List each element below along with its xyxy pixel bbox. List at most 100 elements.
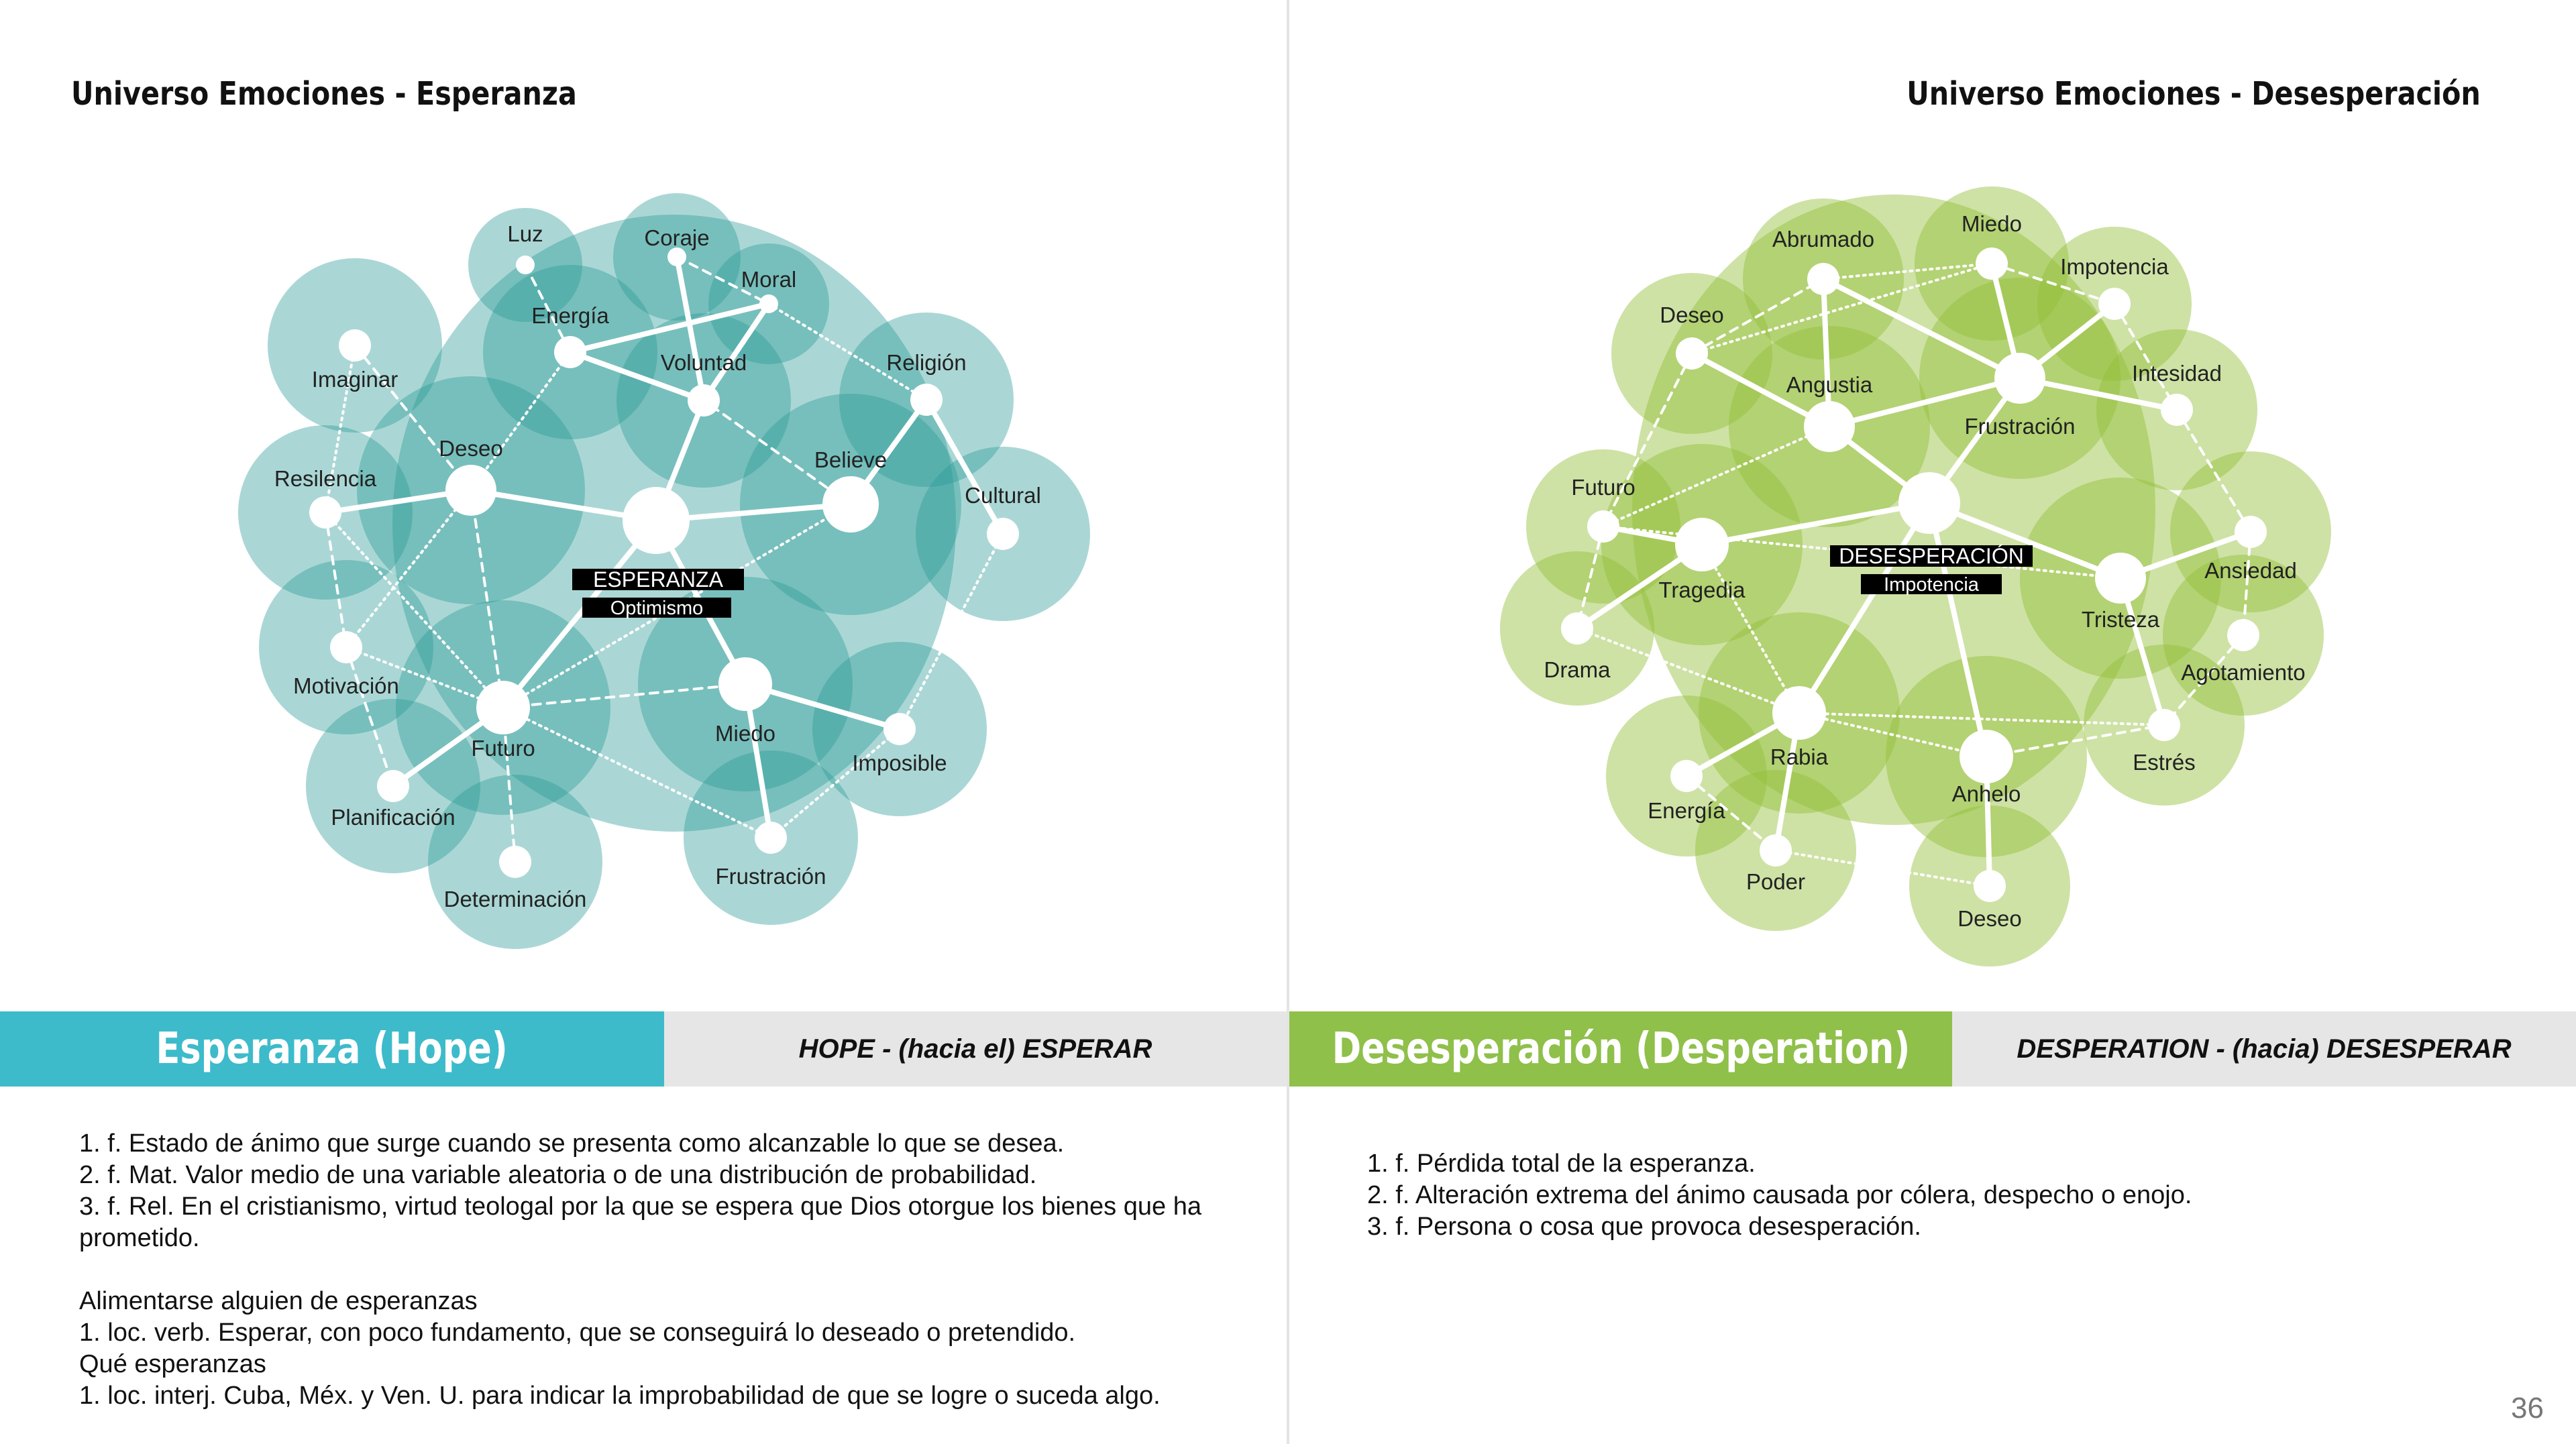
node-energia <box>554 336 586 368</box>
node-rabia <box>1772 686 1826 740</box>
node-futuro <box>476 681 530 734</box>
link-line <box>324 344 356 514</box>
center-node <box>623 487 690 554</box>
link-line <box>345 646 394 787</box>
node-believe <box>822 476 879 533</box>
definition-line: 1. loc. interj. Cuba, Méx. y Ven. U. par… <box>79 1382 1161 1410</box>
link-line <box>2017 376 2180 412</box>
link-line <box>1822 262 1993 280</box>
definition-line: 1. loc. verb. Esperar, con poco fundamen… <box>79 1319 1076 1347</box>
link-line <box>2176 408 2252 533</box>
desesperacion-heading: Desesperación (Desperation) <box>1332 1024 1910 1074</box>
node-frustracion <box>755 822 787 854</box>
node-tristeza <box>2095 553 2146 604</box>
label-deseo: Deseo <box>1660 302 1723 327</box>
link-line <box>1985 724 2165 758</box>
link-line <box>2163 634 2245 726</box>
link-line <box>324 511 347 649</box>
label-impotencia: Impotencia <box>2060 254 2169 279</box>
node-motivacion <box>330 631 362 663</box>
node-futuro <box>1587 510 1619 543</box>
link-line <box>1690 278 1825 355</box>
definition-line: 1. f. Pérdida total de la esperanza. <box>1367 1150 1756 1178</box>
node-estres <box>2148 709 2180 741</box>
link-line <box>502 683 747 709</box>
link-line <box>2118 575 2167 728</box>
link-line <box>1821 276 2023 381</box>
node-imposible <box>883 713 916 745</box>
label-miedo: Miedo <box>715 721 775 746</box>
center-sublabel-box <box>1861 574 2002 594</box>
link-line <box>1602 352 1693 528</box>
node-impotencia <box>2098 288 2131 320</box>
definition-line: 3. f. Rel. En el cristianismo, virtud te… <box>79 1192 1201 1252</box>
label-anhelo: Anhelo <box>1952 781 2021 806</box>
link-line <box>702 399 852 506</box>
definition-line: 2. f. Alteración extrema del ánimo causa… <box>1367 1181 2192 1209</box>
esperanza-definitions: 1. f. Estado de ánimo que surge cuando s… <box>79 1128 1260 1412</box>
node-angustia <box>1804 401 1855 452</box>
desesperacion-subtitle-band: DESPERATION - (hacia) DESESPERAR <box>1952 1011 2576 1087</box>
node-abrumado <box>1807 263 1839 295</box>
node-deseo <box>1676 337 1708 370</box>
node-miedo <box>718 657 772 711</box>
link-line <box>1602 425 1831 528</box>
node-energia <box>1670 760 1703 792</box>
label-agotamiento: Agotamiento <box>2181 660 2305 685</box>
link-line <box>1690 262 1993 355</box>
link-line <box>1990 262 2116 305</box>
link-line <box>676 256 770 305</box>
label-futuro: Futuro <box>471 736 535 761</box>
label-estres: Estrés <box>2133 750 2196 775</box>
label-believe: Believe <box>814 447 887 472</box>
node-imaginar <box>339 329 371 362</box>
label-poder: Poder <box>1746 869 1805 894</box>
link-line <box>1796 500 1932 716</box>
link-line <box>502 706 772 839</box>
desesperacion-definitions: 1. f. Pérdida total de la esperanza. 2. … <box>1367 1148 2508 1243</box>
label-abrumado: Abrumado <box>1772 227 1874 252</box>
link-line <box>500 518 659 710</box>
center-node <box>1898 472 1960 534</box>
node-miedo <box>1976 247 2008 280</box>
node-agotamiento <box>2227 619 2259 651</box>
center-label-box <box>572 569 744 590</box>
desesperacion-heading-band: Desesperación (Desperation) <box>1289 1011 1952 1087</box>
link-line <box>1685 775 1777 852</box>
label-cultural: Cultural <box>965 483 1041 508</box>
node-voluntad <box>688 384 720 416</box>
link-line <box>345 646 504 709</box>
link-line <box>924 397 1006 537</box>
label-determinacion: Determinación <box>444 887 587 911</box>
link-line <box>1927 500 2123 581</box>
label-frustracion: Frustración <box>1964 414 2075 439</box>
link-line <box>767 302 928 401</box>
center-label: DESESPERACIÓN <box>1839 544 2024 568</box>
label-luz: Luz <box>507 221 543 246</box>
node-poder <box>1760 834 1792 867</box>
label-rabia: Rabia <box>1770 744 1829 769</box>
node-determinacion <box>499 846 531 878</box>
link-line <box>470 351 572 492</box>
link-line <box>1827 376 2023 429</box>
label-imposible: Imposible <box>852 751 947 775</box>
node-anhelo <box>1960 730 2013 783</box>
definition-line <box>79 1254 1260 1286</box>
node-drama <box>1561 612 1593 645</box>
esperanza-subtitle: HOPE - (hacia el) ESPERAR <box>798 1034 1152 1064</box>
label-resilencia: Resilencia <box>274 466 377 491</box>
label-energia: Energía <box>531 303 609 328</box>
label-intesidad: Intesidad <box>2132 361 2222 386</box>
node-intesidad <box>2161 394 2193 426</box>
esperanza-subtitle-band: HOPE - (hacia el) ESPERAR <box>664 1011 1287 1087</box>
definition-line: 2. f. Mat. Valor medio de una variable a… <box>79 1161 1037 1189</box>
node-ansiedad <box>2235 516 2267 548</box>
center-sublabel-box <box>582 598 731 618</box>
desesperacion-subtitle: DESPERATION - (hacia) DESESPERAR <box>2017 1034 2512 1064</box>
label-miedo: Miedo <box>1962 211 2022 236</box>
link-line <box>1699 500 1932 547</box>
center-label-box <box>1830 545 2033 567</box>
link-line <box>1576 627 1801 714</box>
